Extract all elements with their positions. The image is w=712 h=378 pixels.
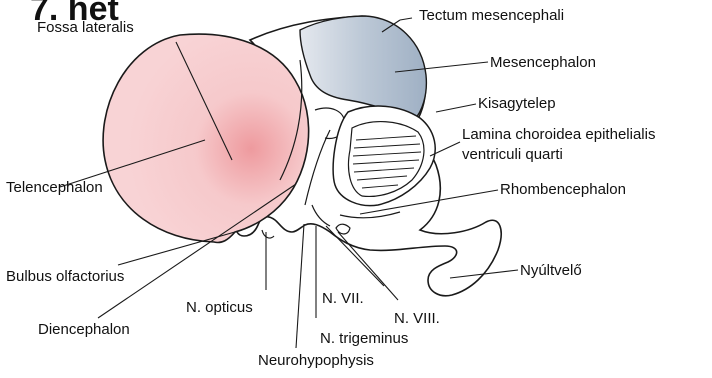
label-diencephalon: Diencephalon (38, 321, 130, 338)
label-lamina-line1: Lamina choroidea epithelialis (462, 126, 655, 143)
label-tectum: Tectum mesencephali (419, 7, 564, 24)
label-kisagytelep: Kisagytelep (478, 95, 556, 112)
label-bulbus: Bulbus olfactorius (6, 268, 124, 285)
label-lamina-line2: ventriculi quarti (462, 146, 563, 163)
label-rhombencephalon: Rhombencephalon (500, 181, 626, 198)
label-nyultvelo: Nyúltvelő (520, 262, 582, 279)
label-n-opticus: N. opticus (186, 299, 253, 316)
label-n-vii: N. VII. (322, 290, 364, 307)
label-neurohypophysis: Neurohypophysis (258, 352, 374, 369)
label-mesencephalon: Mesencephalon (490, 54, 596, 71)
label-n-trigeminus: N. trigeminus (320, 330, 408, 347)
label-n-viii: N. VIII. (394, 310, 440, 327)
page-title: 7. het (30, 0, 119, 29)
label-telencephalon: Telencephalon (6, 179, 103, 196)
